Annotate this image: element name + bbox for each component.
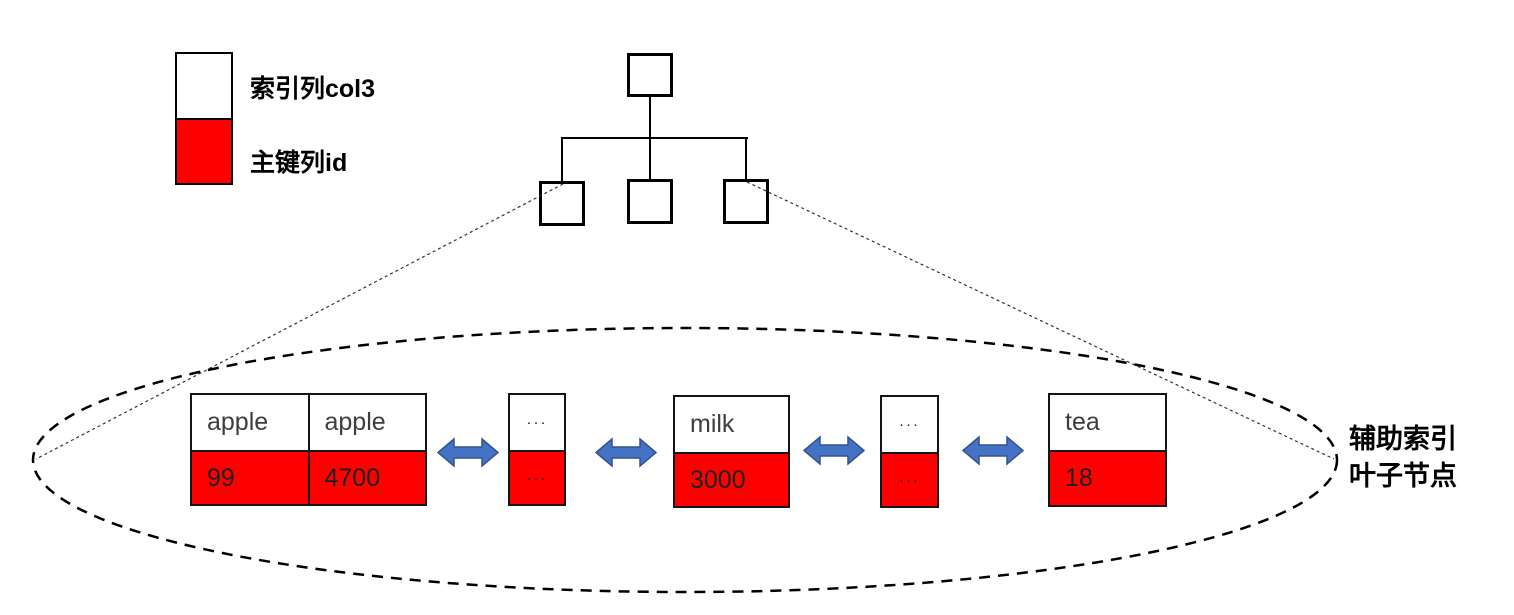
branch-horizontal-line (561, 137, 748, 139)
legend-label-primary-key: 主键列id (250, 149, 348, 177)
primary-key-swatch (177, 120, 231, 183)
leaf-node-ellipsis: ··· ··· (880, 395, 939, 508)
leaf-level-annotation: 辅助索引 叶子节点 (1349, 421, 1457, 495)
index-value: apple (192, 395, 308, 452)
branch-drop-line-right (745, 137, 747, 180)
legend-swatch (175, 52, 233, 185)
index-value: ··· (882, 397, 937, 454)
primary-key-value: ··· (510, 452, 564, 504)
double-arrow-icon (437, 437, 499, 468)
record-cell: tea 18 (1050, 395, 1165, 505)
index-value: apple (309, 395, 425, 452)
tree-child-node-middle (627, 179, 673, 224)
primary-key-value: 4700 (309, 452, 425, 504)
tree-root-node (627, 53, 673, 97)
record-cell: ··· ··· (882, 397, 937, 506)
leaf-node-ellipsis: ··· ··· (508, 393, 566, 506)
double-arrow-icon (803, 435, 865, 466)
record-cell: ··· ··· (510, 395, 564, 504)
index-value: milk (675, 397, 788, 454)
zoom-guide-line-right (746, 181, 1335, 460)
record-cell: milk 3000 (675, 397, 788, 506)
double-arrow-icon (962, 435, 1024, 466)
record-cell: apple 4700 (307, 395, 425, 504)
double-arrow-icon (595, 437, 657, 468)
annotation-line-1: 辅助索引 (1349, 424, 1457, 454)
tree-child-node-right (723, 179, 769, 224)
root-stem-line (649, 97, 651, 138)
tree-child-node-left (539, 181, 585, 226)
leaf-node-apple: apple 99 apple 4700 (190, 393, 427, 506)
branch-drop-line-left (561, 137, 563, 182)
leaf-node-tea: tea 18 (1048, 393, 1167, 507)
leaf-node-milk: milk 3000 (673, 395, 790, 508)
annotation-line-2: 叶子节点 (1349, 461, 1457, 491)
record-cell: apple 99 (192, 395, 308, 504)
primary-key-value: 3000 (675, 454, 788, 506)
primary-key-value: 99 (192, 452, 308, 504)
primary-key-value: 18 (1050, 452, 1165, 505)
branch-drop-line-middle (649, 137, 651, 180)
index-value: ··· (510, 395, 564, 452)
index-column-swatch (177, 54, 231, 120)
legend-label-index-column: 索引列col3 (250, 75, 376, 103)
primary-key-value: ··· (882, 454, 937, 506)
index-value: tea (1050, 395, 1165, 452)
